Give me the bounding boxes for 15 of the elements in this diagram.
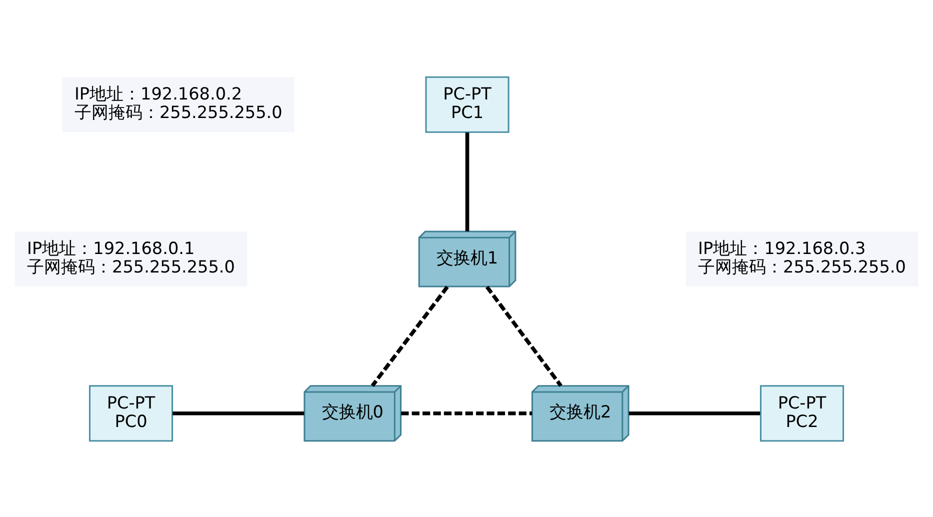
node-box: PC-PT PC2 (760, 384, 844, 442)
connector (370, 285, 449, 386)
label: 子网掩码：255.255.255.0 (74, 102, 282, 122)
node-box: PC-PT PC1 (425, 76, 510, 132)
label: 子网掩码：255.255.255.0 (698, 256, 906, 276)
label: IP地址：192.168.0.1 (27, 238, 195, 258)
connector (485, 285, 562, 386)
label: 子网掩码：255.255.255.0 (27, 256, 235, 276)
connector (628, 410, 760, 415)
connector (465, 132, 470, 231)
node-box: PC-PT PC0 (88, 384, 174, 442)
label: IP地址：192.168.0.2 (74, 83, 242, 104)
connector (401, 410, 532, 415)
connector (172, 410, 304, 415)
label: IP地址：192.168.0.3 (698, 238, 866, 258)
